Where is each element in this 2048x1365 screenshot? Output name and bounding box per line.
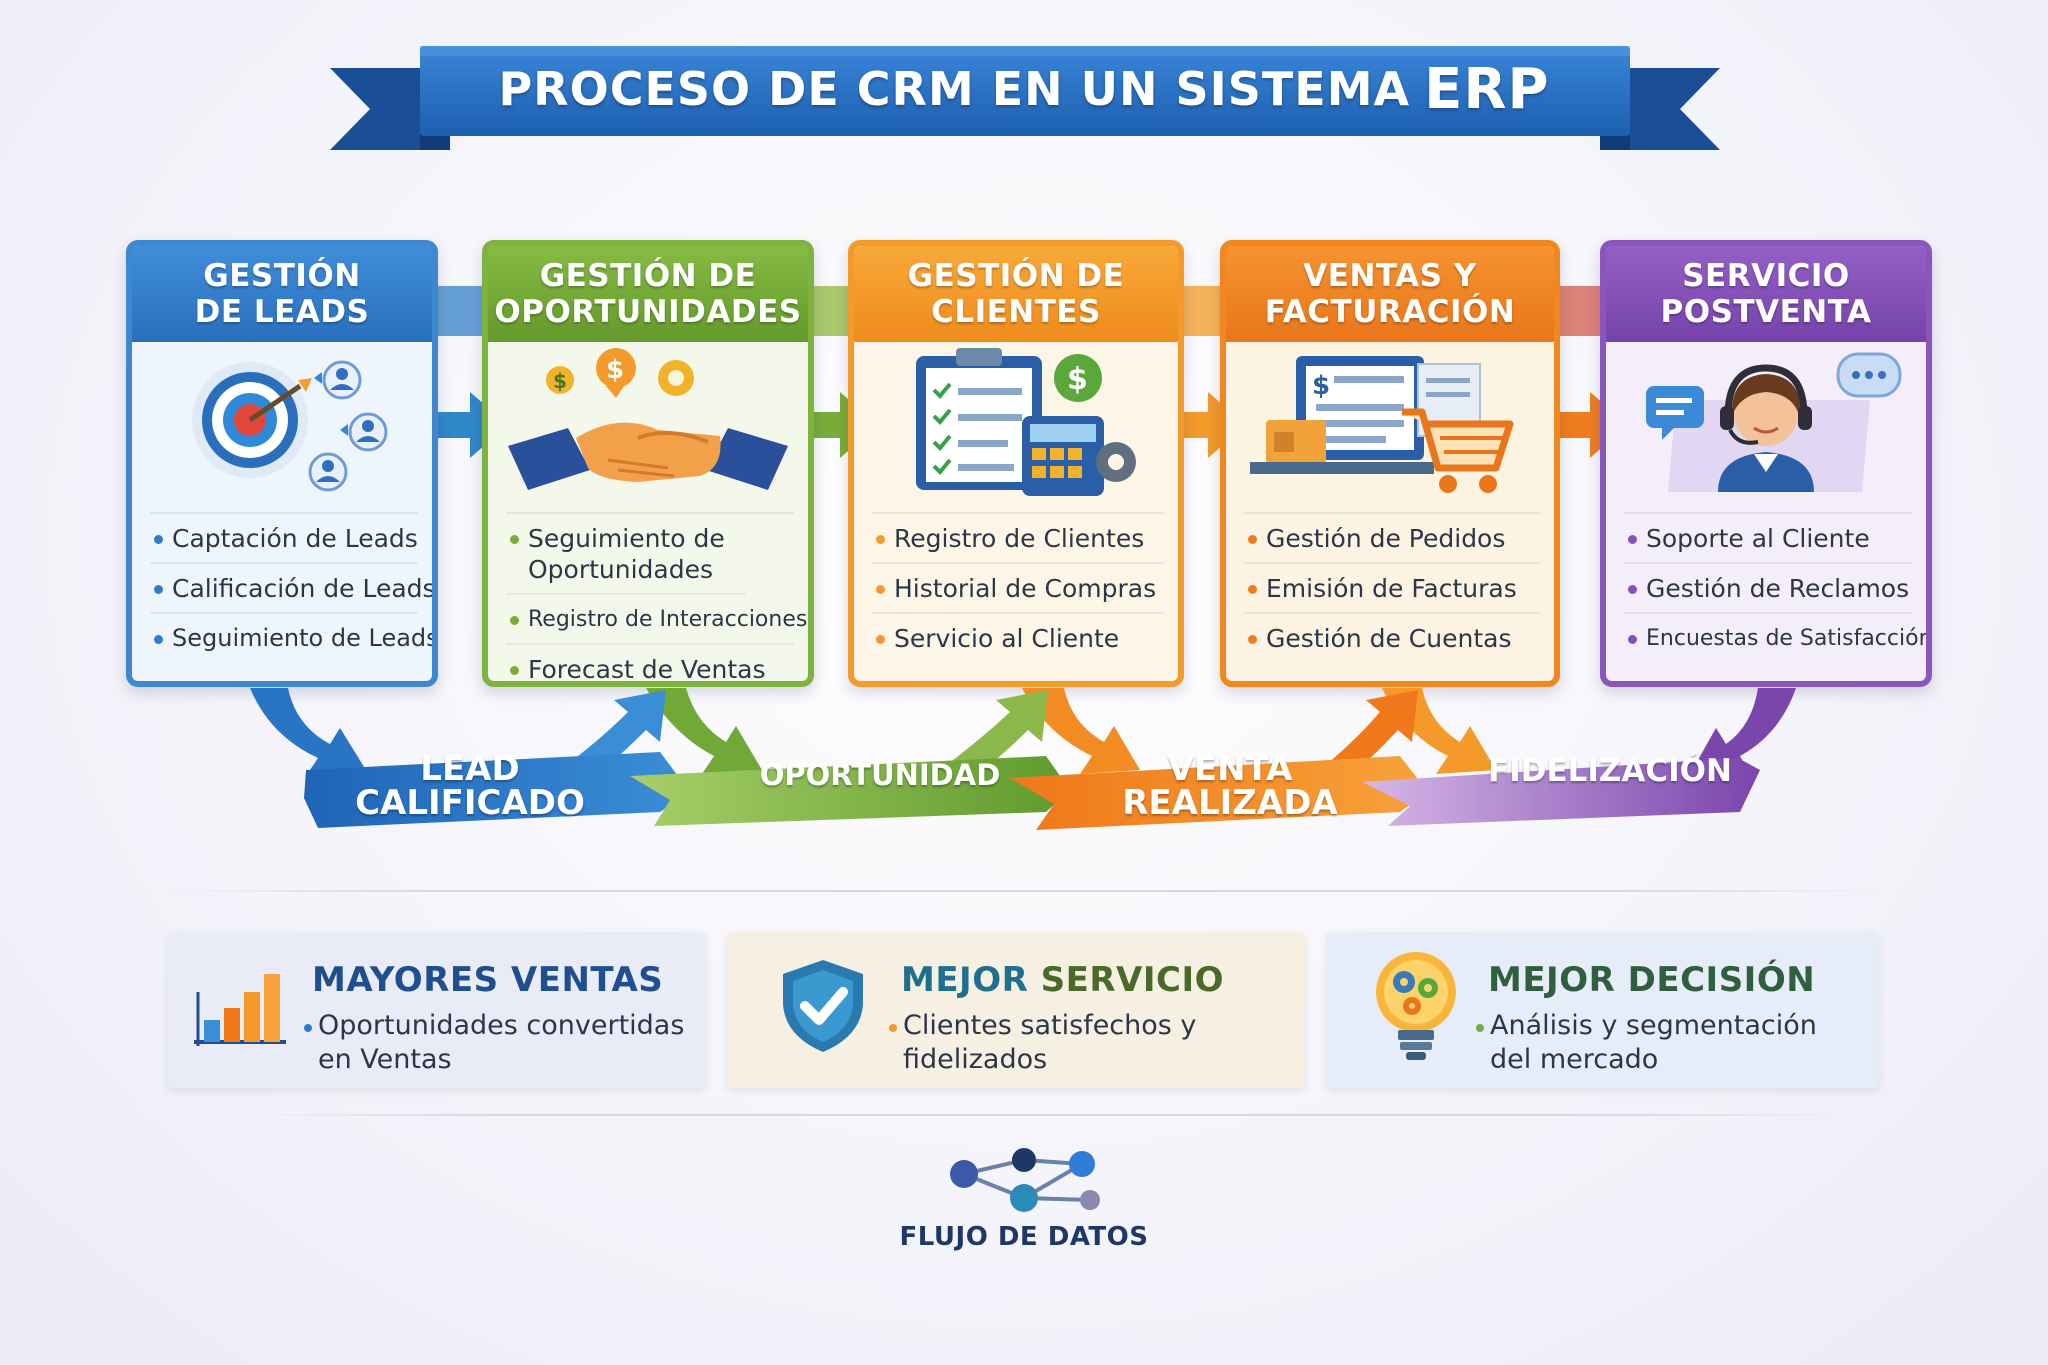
stage-title-line: POSTVENTA bbox=[1660, 294, 1872, 330]
benefit-description-line: del mercado bbox=[1490, 1044, 1659, 1075]
stage-title: GESTIÓN DE OPORTUNIDADES bbox=[488, 246, 808, 342]
lightbulb-gears-icon bbox=[1376, 952, 1456, 1060]
stage-card-oportunidades: GESTIÓN DE OPORTUNIDADES $ $ Seguimiento… bbox=[482, 240, 814, 687]
svg-text:$: $ bbox=[1312, 371, 1330, 401]
benefit-title-dark: MEJOR bbox=[901, 960, 1029, 1000]
list-item: Soporte al Cliente bbox=[1624, 514, 1912, 564]
list-item: Servicio al Cliente bbox=[872, 614, 1164, 662]
list-item: Registro de Interacciones bbox=[506, 595, 807, 645]
benefit-description-line: en Ventas bbox=[318, 1044, 452, 1075]
clipboard-calculator-icon: $ bbox=[916, 348, 1136, 496]
divider bbox=[170, 890, 1880, 892]
flow-step-line: LEAD bbox=[420, 749, 520, 789]
list-item: Emisión de Facturas bbox=[1244, 564, 1540, 614]
shield-check-icon bbox=[783, 960, 863, 1052]
list-item: Forecast de Ventas bbox=[506, 645, 794, 681]
flow-step-line: FIDELIZACIÓN bbox=[1488, 753, 1732, 789]
benefit-description-line: Oportunidades convertidas bbox=[318, 1010, 685, 1041]
stage-card-postventa: SERVICIO POSTVENTA Soporte al Cliente Ge… bbox=[1600, 240, 1932, 687]
stage-item-list: Gestión de Pedidos Emisión de Facturas G… bbox=[1244, 512, 1540, 662]
title-banner bbox=[330, 46, 1720, 150]
benefit-title-dark: MEJOR bbox=[1488, 960, 1616, 1000]
benefit-mayores-ventas: MAYORES VENTAS Oportunidades convertidas… bbox=[168, 932, 706, 1088]
stage-item-list: Seguimiento de Oportunidades Registro de… bbox=[506, 512, 807, 681]
flow-step-line: CALIFICADO bbox=[355, 783, 585, 823]
flow-step-venta-realizada: VENTA REALIZADA bbox=[1100, 752, 1360, 820]
list-item: Historial de Compras bbox=[872, 564, 1164, 614]
benefit-description: Clientes satisfechos y fidelizados bbox=[889, 1009, 1305, 1077]
benefit-mejor-decision: MEJOR DECISIÓN Análisis y segmentación d… bbox=[1326, 932, 1879, 1088]
stage-title-line: GESTIÓN DE bbox=[539, 258, 757, 294]
bar-chart-icon bbox=[194, 974, 286, 1046]
benefit-title: MEJOR DECISIÓN bbox=[1488, 960, 1815, 1000]
stage-title-line: GESTIÓN bbox=[203, 258, 361, 294]
stage-title-line: VENTAS Y bbox=[1303, 258, 1477, 294]
stage-title: GESTIÓN DE CLIENTES bbox=[854, 246, 1178, 342]
list-item: Gestión de Reclamos bbox=[1624, 564, 1912, 614]
list-item: Captación de Leads bbox=[150, 514, 418, 564]
stage-card-leads: GESTIÓN DE LEADS Captación de Leads Cali… bbox=[126, 240, 438, 687]
svg-text:$: $ bbox=[553, 369, 567, 393]
benefit-description: Análisis y segmentación del mercado bbox=[1476, 1009, 1817, 1077]
stage-title: VENTAS Y FACTURACIÓN bbox=[1226, 246, 1554, 342]
stage-title: GESTIÓN DE LEADS bbox=[132, 246, 432, 342]
flow-step-line: OPORTUNIDAD bbox=[759, 758, 1001, 792]
handshake-icon: $ $ bbox=[508, 348, 788, 490]
stage-title-line: SERVICIO bbox=[1682, 258, 1850, 294]
page-title: PROCESO DE CRM EN UN SISTEMA ERP bbox=[420, 50, 1628, 128]
page-title-main: PROCESO DE CRM EN UN SISTEMA bbox=[498, 62, 1411, 116]
stage-title-line: CLIENTES bbox=[931, 294, 1101, 330]
invoice-cart-icon: $ bbox=[1250, 356, 1514, 493]
benefit-description-line: Clientes satisfechos y fidelizados bbox=[903, 1010, 1197, 1075]
flow-step-lead-calificado: LEAD CALIFICADO bbox=[340, 752, 600, 820]
benefit-title: MEJOR SERVICIO bbox=[901, 960, 1224, 1000]
stage-item-list: Soporte al Cliente Gestión de Reclamos E… bbox=[1624, 512, 1926, 662]
flow-step-line: REALIZADA bbox=[1122, 783, 1338, 823]
stage-title-line: DE LEADS bbox=[194, 294, 370, 330]
stage-title-line: GESTIÓN DE bbox=[907, 258, 1125, 294]
benefit-description-line: Análisis y segmentación bbox=[1490, 1010, 1817, 1041]
benefit-title-accent: DECISIÓN bbox=[1627, 960, 1816, 1000]
stage-card-ventas: VENTAS Y FACTURACIÓN $ Gestión de Pedido… bbox=[1220, 240, 1560, 687]
page-title-accent: ERP bbox=[1424, 56, 1550, 122]
list-item: Encuestas de Satisfacción bbox=[1624, 614, 1926, 662]
target-users-icon bbox=[192, 360, 388, 492]
list-item: Seguimiento de Leads bbox=[150, 614, 432, 662]
flow-step-fidelizacion: FIDELIZACIÓN bbox=[1470, 754, 1750, 788]
support-agent-icon bbox=[1646, 352, 1902, 492]
benefit-title: MAYORES VENTAS bbox=[312, 960, 664, 1000]
list-item: Seguimiento de Oportunidades bbox=[506, 514, 746, 595]
stage-item-list: Captación de Leads Calificación de Leads… bbox=[150, 512, 432, 662]
footer-label: FLUJO DE DATOS bbox=[899, 1222, 1149, 1252]
divider bbox=[250, 1114, 1850, 1116]
flow-step-line: VENTA bbox=[1167, 749, 1293, 789]
list-item: Gestión de Pedidos bbox=[1244, 514, 1540, 564]
benefit-title-accent: SERVICIO bbox=[1040, 960, 1225, 1000]
flow-ribbon bbox=[250, 688, 1796, 830]
flow-step-oportunidad: OPORTUNIDAD bbox=[740, 758, 1020, 792]
network-nodes-icon bbox=[950, 1148, 1100, 1212]
list-item: Calificación de Leads bbox=[150, 564, 432, 614]
svg-text:$: $ bbox=[1067, 362, 1088, 397]
benefit-description: Oportunidades convertidas en Ventas bbox=[303, 1009, 685, 1077]
stage-item-list: Registro de Clientes Historial de Compra… bbox=[872, 512, 1164, 662]
benefit-mejor-servicio: MEJOR SERVICIO Clientes satisfechos y fi… bbox=[727, 932, 1305, 1088]
list-item: Gestión de Cuentas bbox=[1244, 614, 1540, 662]
stage-card-clientes: GESTIÓN DE CLIENTES $ Registro de Client… bbox=[848, 240, 1184, 687]
stage-title: SERVICIO POSTVENTA bbox=[1606, 246, 1926, 342]
stage-title-line: OPORTUNIDADES bbox=[494, 294, 802, 330]
stage-title-line: FACTURACIÓN bbox=[1264, 294, 1516, 330]
svg-text:$: $ bbox=[606, 355, 624, 385]
list-item: Registro de Clientes bbox=[872, 514, 1164, 564]
